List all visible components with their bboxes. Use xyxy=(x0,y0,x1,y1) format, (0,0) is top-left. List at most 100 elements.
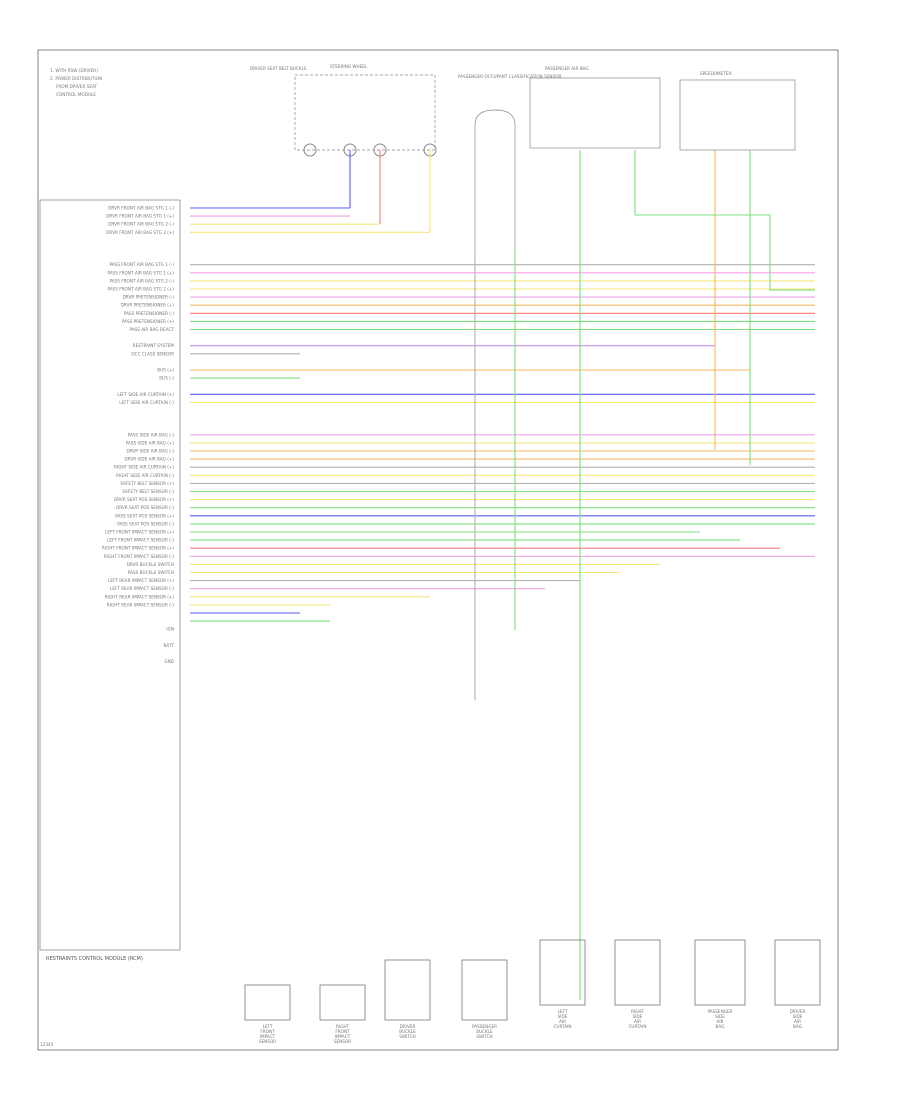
pin-label: BUS (+) xyxy=(157,368,174,373)
bottom-component-label: AIR xyxy=(716,1019,723,1024)
bottom-component-label: BUCKLE xyxy=(476,1029,493,1034)
bottom-component-box xyxy=(461,959,508,1021)
bottom-component-label: RIGHT xyxy=(336,1024,350,1029)
bottom-component-label: BAG xyxy=(793,1024,802,1029)
pin-label: PASS AIR BAG DEACT xyxy=(130,327,175,332)
note-2: 2. POWER DISTRIBUTION xyxy=(50,76,102,81)
note-1: 1. WITH RSW (DRIVER) xyxy=(50,68,98,73)
bottom-component-label: CURTAIN xyxy=(628,1024,646,1029)
bottom-components: LEFTFRONTIMPACTSENSORRIGHTFRONTIMPACTSEN… xyxy=(244,939,821,1044)
bottom-component-label: SWITCH xyxy=(399,1034,415,1039)
note-4: CONTROL MODULE xyxy=(56,92,96,97)
bottom-component-label: AIR xyxy=(794,1019,801,1024)
pin-label: RIGHT REAR IMPACT SENSOR (-) xyxy=(107,602,175,607)
top-component-passenger-airbag: PASSENGER AIR BAG PASSENGER OCCUPANT CLA… xyxy=(458,66,661,149)
pin-label: PASS FRONT AIR BAG STG 1 (+) xyxy=(107,270,174,275)
note-3: FROM DRIVER SEAT xyxy=(56,84,98,89)
pin-label: OCC CLASS SENSOR xyxy=(131,351,174,356)
pin-label: DRVR SIDE AIR BAG (+) xyxy=(125,457,175,462)
occupant-sensor-loop xyxy=(474,109,516,250)
footer-code: 12345 xyxy=(40,1042,54,1047)
pin-label: PASS PRETENSIONER (-) xyxy=(124,311,175,316)
notes-block: 1. WITH RSW (DRIVER) 2. POWER DISTRIBUTI… xyxy=(50,68,102,97)
bottom-component-label: FRONT xyxy=(335,1029,350,1034)
pin-label: SAFETY BELT SENSOR (-) xyxy=(122,489,174,494)
pin-label: DRVR FRONT AIR BAG STG 2 (+) xyxy=(106,230,174,235)
pin-label: DRVR SEAT POS SENSOR (+) xyxy=(114,497,174,502)
bottom-component-label: FRONT xyxy=(260,1029,275,1034)
pin-label: PASS BUCKLE SWITCH xyxy=(128,570,174,575)
wire-layer xyxy=(190,150,815,1000)
pin-label: RIGHT FRONT IMPACT SENSOR (-) xyxy=(104,554,175,559)
pin-label: PASS SEAT POS SENSOR (+) xyxy=(115,513,174,518)
bottom-component-label: DRIVER xyxy=(790,1009,806,1014)
bottom-component-label: SIDE xyxy=(633,1014,643,1019)
pin-label: DRVR FRONT AIR BAG STG 1 (+) xyxy=(106,214,174,219)
top-component-label-3: PASSENGER AIR BAG xyxy=(545,66,589,71)
pin-label: RIGHT SIDE AIR CURTAIN (+) xyxy=(114,465,174,470)
bottom-component-box xyxy=(244,984,291,1021)
bottom-component-label: DRIVER xyxy=(400,1024,416,1029)
pin-label: LEFT FRONT IMPACT SENSOR (-) xyxy=(107,538,174,543)
pin-label: DRVR PRETENSIONER (+) xyxy=(121,303,175,308)
bottom-component-label: SIDE xyxy=(558,1014,568,1019)
bottom-component-label: SWITCH xyxy=(476,1034,492,1039)
pin-label: IGN xyxy=(166,627,174,632)
bottom-component-box xyxy=(614,939,661,1006)
rcm-module-label: RESTRAINTS CONTROL MODULE (RCM) xyxy=(46,956,143,962)
bottom-component-label: RIGHT xyxy=(631,1009,645,1014)
bottom-component-label: SENSOR xyxy=(334,1039,351,1044)
bottom-component-box xyxy=(319,984,366,1021)
bottom-component-label: LEFT xyxy=(263,1024,273,1029)
pin-label: RIGHT SIDE AIR CURTAIN (-) xyxy=(116,473,174,478)
pin-label: RIGHT REAR IMPACT SENSOR (+) xyxy=(105,594,175,599)
bottom-component-label: AIR xyxy=(634,1019,641,1024)
bottom-component-label: BAG xyxy=(716,1024,725,1029)
bottom-component-label: PASSENGER xyxy=(472,1024,497,1029)
bottom-component-label: LEFT xyxy=(558,1009,568,1014)
bottom-component-box xyxy=(384,959,431,1021)
bottom-component-label: BUCKLE xyxy=(399,1029,416,1034)
top-component-speedometer: SPEEDOMETER xyxy=(679,71,796,151)
pin-label: PASS SIDE AIR BAG (+) xyxy=(126,440,175,445)
bottom-component-label: SENSOR xyxy=(259,1039,276,1044)
pin-label: BATT xyxy=(164,643,175,648)
pin-label: DRVR FRONT AIR BAG STG 2 (-) xyxy=(108,222,174,227)
pin-labels: DRVR FRONT AIR BAG STG 1 (-) DRVR FRONT A… xyxy=(102,206,175,665)
pin-label: PASS FRONT AIR BAG STG 2 (+) xyxy=(107,287,174,292)
top-component-label-2: STEERING WHEEL xyxy=(330,64,368,69)
pin-label: PASS SEAT POS SENSOR (-) xyxy=(117,521,174,526)
pin-label: LEFT SIDE AIR CURTAIN (+) xyxy=(117,392,174,397)
bottom-component-box xyxy=(539,939,586,1006)
top-component-label-5: SPEEDOMETER xyxy=(700,71,731,76)
pin-label: SAFETY BELT SENSOR (+) xyxy=(120,481,174,486)
pin-label: GND xyxy=(164,659,174,664)
pin-label: LEFT REAR IMPACT SENSOR (+) xyxy=(108,578,174,583)
pin-label: DRVR PRETENSIONER (-) xyxy=(123,295,175,300)
rcm-module-outline xyxy=(39,199,181,951)
wire-drop xyxy=(635,214,815,291)
pin-label: RIGHT FRONT IMPACT SENSOR (+) xyxy=(102,546,175,551)
bottom-component-label: CURTAIN xyxy=(553,1024,571,1029)
diagram-frame xyxy=(37,49,839,1051)
pin-label: DRVR BUCKLE SWITCH xyxy=(127,562,174,567)
bottom-component-label: PASSENGER xyxy=(707,1009,732,1014)
pin-label: DRVR FRONT AIR BAG STG 1 (-) xyxy=(108,206,174,211)
pin-label: PASS FRONT AIR BAG STG 2 (-) xyxy=(109,278,174,283)
pin-label: LEFT FRONT IMPACT SENSOR (+) xyxy=(105,530,174,535)
pin-label: LEFT REAR IMPACT SENSOR (-) xyxy=(110,586,174,591)
pin-label: PASS SIDE AIR BAG (-) xyxy=(128,432,175,437)
pin-label: RESTRAINT SYSTEM xyxy=(133,343,175,348)
pin-label: DRVR SIDE AIR BAG (-) xyxy=(127,449,175,454)
bottom-component-box xyxy=(694,939,746,1006)
pin-label: PASS FRONT AIR BAG STG 1 (-) xyxy=(109,262,174,267)
bottom-component-box xyxy=(774,939,821,1006)
pin-label: BUS (-) xyxy=(159,376,174,381)
bottom-component-label: IMPACT xyxy=(335,1034,351,1039)
pin-label: PASS PRETENSIONER (+) xyxy=(122,319,175,324)
top-component-label-1: DRIVER SEAT BELT BUCKLE xyxy=(250,66,307,71)
pin-label: LEFT SIDE AIR CURTAIN (-) xyxy=(119,400,174,405)
bottom-component-label: IMPACT xyxy=(260,1034,276,1039)
top-component-label-4: PASSENGER OCCUPANT CLASSIFICATION SENSOR xyxy=(458,74,562,79)
